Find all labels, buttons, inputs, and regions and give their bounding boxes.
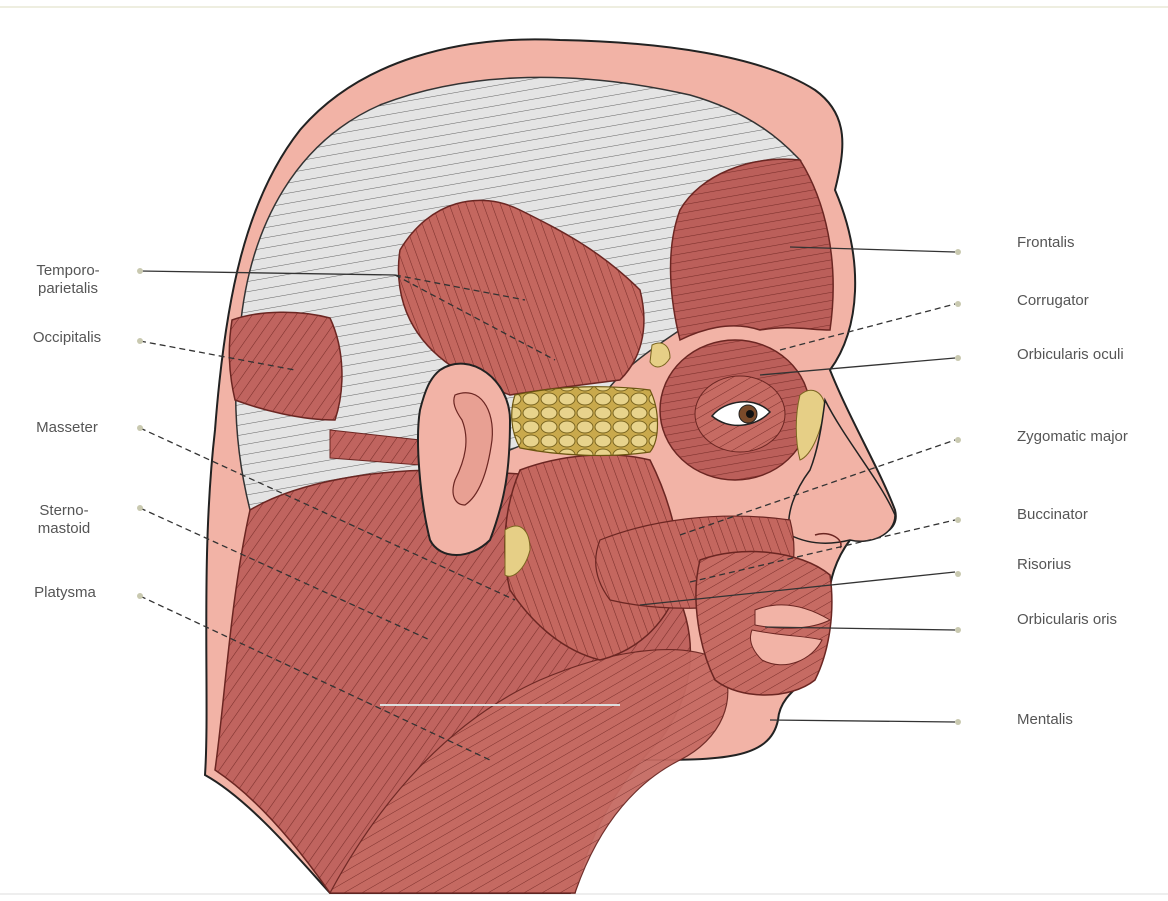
label-temporoparietalis-line2: parietalis xyxy=(38,280,98,297)
label-orbicularis-oculi: Orbicularis oculi xyxy=(1017,346,1124,364)
label-occipitalis: Occipitalis xyxy=(22,329,112,347)
occipitalis-muscle xyxy=(229,312,342,420)
label-frontalis: Frontalis xyxy=(1017,234,1075,252)
label-sternomastoid: Sterno- mastoid xyxy=(24,502,104,538)
label-platysma: Platysma xyxy=(20,584,110,602)
label-sternomastoid-line1: Sterno- xyxy=(39,502,88,519)
label-temporoparietalis: Temporo- parietalis xyxy=(22,262,114,298)
label-mentalis: Mentalis xyxy=(1017,711,1073,729)
pupil xyxy=(746,410,754,418)
label-masseter: Masseter xyxy=(22,419,112,437)
label-corrugator: Corrugator xyxy=(1017,292,1089,310)
label-orbicularis-oris: Orbicularis oris xyxy=(1017,611,1117,629)
label-buccinator: Buccinator xyxy=(1017,506,1088,524)
temporal-fat xyxy=(512,387,658,456)
label-zygomatic-major: Zygomatic major xyxy=(1017,428,1128,446)
label-sternomastoid-line2: mastoid xyxy=(38,520,91,537)
label-risorius: Risorius xyxy=(1017,556,1071,574)
leader-mentalis xyxy=(770,720,955,722)
label-temporoparietalis-line1: Temporo- xyxy=(36,262,99,279)
